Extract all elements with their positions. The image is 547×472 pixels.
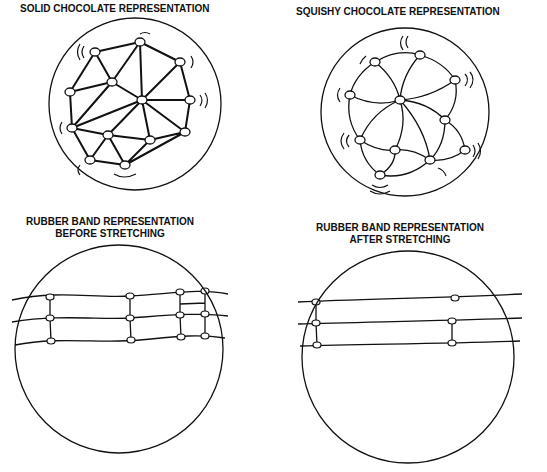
particle: [175, 58, 185, 66]
particle: [425, 156, 435, 164]
panel-heading: RUBBER BAND REPRESENTATION AFTER STRETCH…: [305, 222, 495, 246]
particle: [120, 161, 130, 169]
polymer-chains: [12, 291, 228, 345]
circle-outline: [300, 222, 516, 465]
panel-heading: SOLID CHOCOLATE REPRESENTATION: [20, 3, 235, 15]
particle: [345, 91, 355, 99]
panel-heading: RUBBER BAND REPRESENTATION BEFORE STRETC…: [15, 216, 205, 240]
representation-panel: SQUISHY CHOCOLATE REPRESENTATION: [296, 6, 526, 198]
particle: [107, 78, 117, 86]
particles: [345, 51, 470, 179]
link-point: [201, 311, 209, 317]
particle: [390, 146, 400, 154]
link-point: [313, 342, 321, 348]
circle-outline: [296, 6, 526, 198]
magnifier-circle: [321, 28, 489, 196]
vibration-marks: [60, 33, 208, 178]
particle: [135, 38, 145, 46]
particle: [65, 88, 75, 96]
circle-outline: [13, 216, 225, 455]
particle: [460, 146, 470, 154]
link-point: [448, 318, 456, 324]
particle: [185, 96, 195, 104]
representation-panel: RUBBER BAND REPRESENTATION AFTER STRETCH…: [300, 222, 516, 465]
magnifier-circle: [15, 245, 223, 453]
link-point: [176, 312, 184, 318]
link-point: [176, 289, 184, 295]
particle: [355, 136, 365, 144]
magnifier-circle: [302, 251, 514, 463]
vibration-marks: [338, 36, 481, 194]
link-point: [312, 320, 320, 326]
panel-heading: SQUISHY CHOCOLATE REPRESENTATION: [296, 6, 526, 18]
particle: [103, 131, 113, 139]
links: [312, 295, 459, 348]
particle: [370, 58, 380, 66]
link-point: [451, 295, 459, 301]
rigid-bonds: [70, 42, 190, 165]
circle-outline: [20, 3, 235, 192]
link-point: [448, 340, 456, 346]
link-point: [47, 338, 55, 344]
representation-panel: RUBBER BAND REPRESENTATION BEFORE STRETC…: [13, 216, 225, 455]
particle: [415, 51, 425, 59]
particle: [145, 136, 155, 144]
cross-links: [50, 291, 205, 341]
polymer-chains: [298, 294, 522, 346]
particle: [67, 124, 77, 132]
particle: [90, 48, 100, 56]
particle: [450, 76, 460, 84]
particle: [375, 171, 385, 179]
cross-links: [316, 302, 452, 345]
particle: [137, 96, 147, 104]
link-point: [126, 315, 134, 321]
particle: [395, 96, 405, 104]
link-point: [177, 334, 185, 340]
link-point: [46, 315, 54, 321]
link-point: [127, 337, 135, 343]
representation-panel: SOLID CHOCOLATE REPRESENTATION: [20, 3, 235, 192]
magnifier-circle: [49, 18, 221, 190]
links: [46, 288, 209, 344]
particle: [440, 116, 450, 124]
particles: [65, 38, 195, 169]
soft-bonds: [349, 53, 465, 176]
link-point: [126, 293, 134, 299]
link-point: [201, 333, 209, 339]
particle: [180, 128, 190, 136]
link-point: [46, 294, 54, 300]
particle: [85, 156, 95, 164]
